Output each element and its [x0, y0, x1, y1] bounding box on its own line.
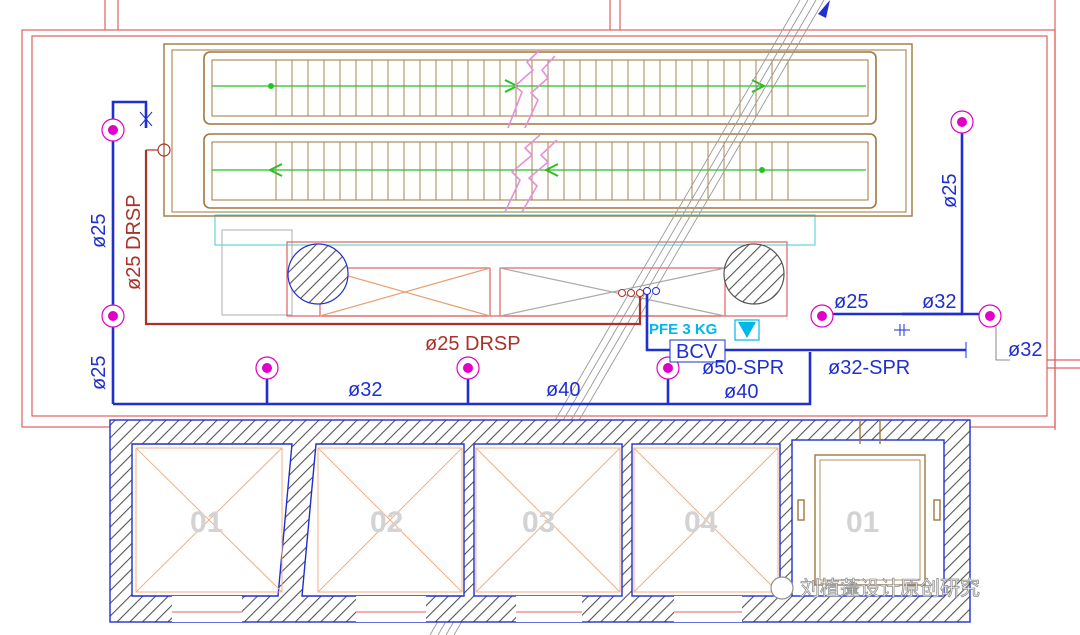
sprinkler-head-icon: [950, 110, 974, 134]
drain-valves: [618, 289, 644, 297]
label-pipe-25-right: ø25: [939, 174, 961, 208]
wechat-logo-icon: [770, 576, 794, 600]
shaft-numbers: 01 02 03 04 01: [190, 506, 879, 539]
label-pipe-25-left-upper: ø25: [88, 214, 110, 248]
sprinkler-valves: [643, 287, 660, 295]
sprinkler-heads: [101, 110, 1002, 380]
label-pipe-25-left-lower: ø25: [88, 356, 110, 390]
label-pipe-25-right-branch: ø25: [834, 291, 868, 313]
sprinkler-head-icon: [101, 118, 125, 142]
shaft-number-2: 02: [370, 506, 403, 539]
lift-car-crosses: [135, 447, 779, 593]
north-arrow-top: [818, 0, 830, 18]
shaft-number-4: 04: [684, 506, 718, 539]
sprinkler-pipes: [111, 100, 990, 406]
sprinkler-head-icon: [255, 356, 279, 380]
escalator-up: [203, 51, 877, 125]
drain-pipe: [144, 143, 642, 326]
shaft-number-1: 01: [190, 506, 223, 539]
bcv-valve: BCV: [669, 339, 726, 363]
small-lift-car: [797, 420, 941, 586]
sprinkler-pipe-details: [139, 111, 967, 358]
escalator-steps: [275, 60, 789, 200]
watermark-text: 刘植蓬设计原创研究: [800, 577, 980, 600]
label-drsp-25-vertical: ø25 DRSP: [123, 194, 145, 290]
sprinkler-head-icon: [810, 304, 834, 328]
label-pipe-50-spr: ø50-SPR: [702, 357, 784, 379]
fire-extinguisher-marker: PFE 3 KG: [649, 319, 760, 341]
pipe-labels: ø25 ø25 DRSP ø25 ø25 DRSP ø32 ø40 ø40 ø5…: [88, 174, 1042, 403]
label-pipe-32-right-top: ø32: [922, 291, 956, 313]
sprinkler-head-icon: [978, 304, 1002, 328]
pfe-label: PFE 3 KG: [649, 321, 717, 338]
escalator-pit: [163, 43, 913, 246]
shaft-number-5: 01: [846, 506, 879, 539]
label-pipe-40-mid: ø40: [546, 379, 580, 401]
sprinkler-head-icon: [456, 356, 480, 380]
label-pipe-32-bottom: ø32: [348, 379, 382, 401]
round-columns: [287, 243, 785, 305]
label-pipe-32-far-right: ø32: [1008, 339, 1042, 361]
lift-shafts: [131, 439, 945, 622]
label-drsp-25-horizontal: ø25 DRSP: [425, 333, 521, 355]
label-pipe-40-right: ø40: [724, 381, 758, 403]
watermark: 刘植蓬设计原创研究: [770, 576, 980, 600]
shaft-number-3: 03: [522, 506, 555, 539]
break-lines: [504, 49, 558, 213]
bcv-label: BCV: [676, 341, 718, 363]
escalator-down: [203, 133, 877, 209]
label-pipe-32-spr: ø32-SPR: [828, 357, 910, 379]
sprinkler-head-icon: [101, 304, 125, 328]
